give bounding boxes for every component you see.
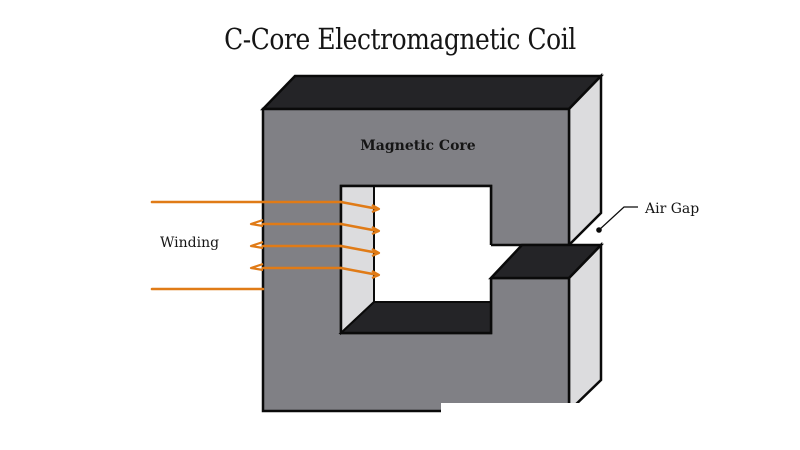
core-lower-arm-top xyxy=(488,243,604,280)
winding-turn-inner xyxy=(339,222,380,233)
winding-turn-tip xyxy=(371,226,381,236)
winding-turn-inner xyxy=(339,200,380,211)
winding-turn-tip xyxy=(371,270,381,280)
core-window-outline xyxy=(339,184,493,335)
winding-turn-inner xyxy=(339,244,380,255)
winding-turn-inner xyxy=(339,266,380,277)
winding-turn-tip xyxy=(371,248,381,258)
winding-turn-loop xyxy=(249,262,264,272)
core-window xyxy=(341,186,491,333)
diagram-title: C-Core Electromagnetic Coil xyxy=(224,22,576,56)
winding xyxy=(150,200,381,291)
winding-turn-tip xyxy=(371,204,381,214)
magnetic-core-label: Magnetic Core xyxy=(360,138,475,154)
winding-label: Winding xyxy=(160,235,219,251)
core-top-face xyxy=(260,74,604,111)
winding-turn-loop xyxy=(249,218,264,228)
bottom-overlay xyxy=(441,403,601,433)
magnetic-core xyxy=(260,72,604,414)
air-gap-label: Air Gap xyxy=(644,201,699,217)
air-gap-leader-line xyxy=(598,206,638,231)
winding-turn-loop xyxy=(249,240,264,250)
air-gap-callout: Air Gap xyxy=(596,201,699,233)
